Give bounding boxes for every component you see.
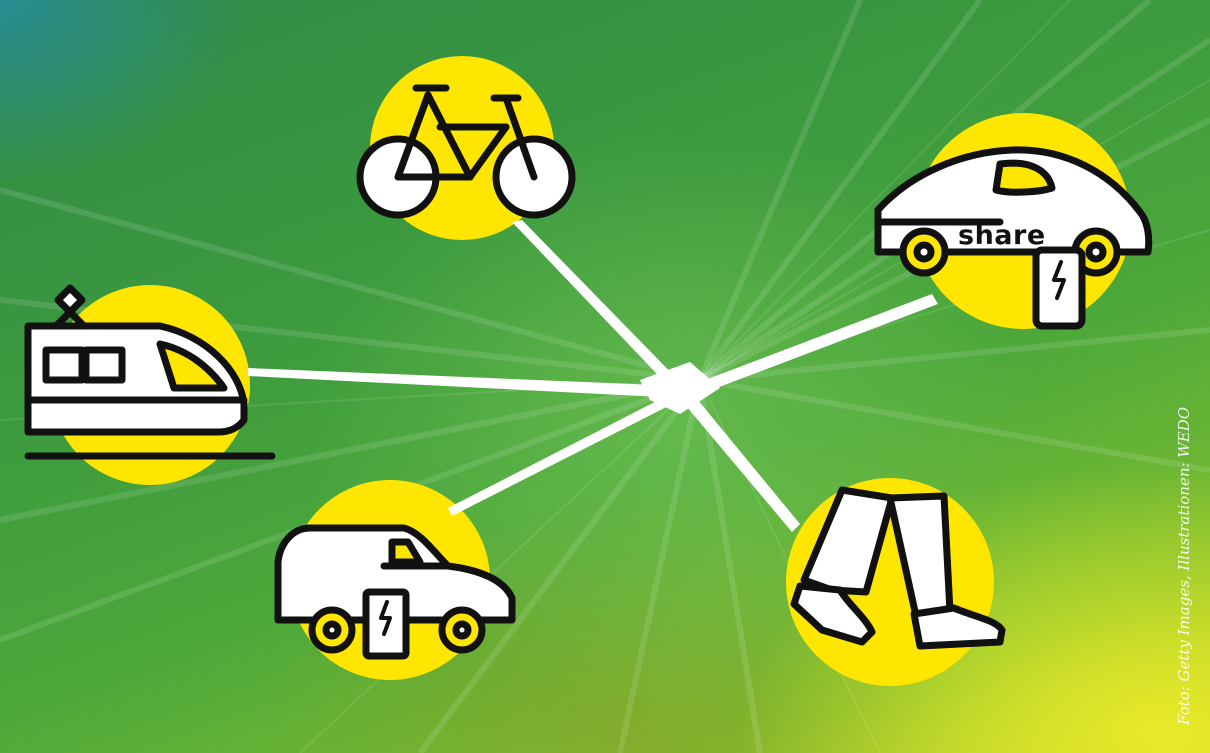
share-label: share bbox=[958, 220, 1046, 251]
photo-credit: Foto: Getty Images, Illustrationen: WEDO bbox=[1175, 407, 1193, 725]
